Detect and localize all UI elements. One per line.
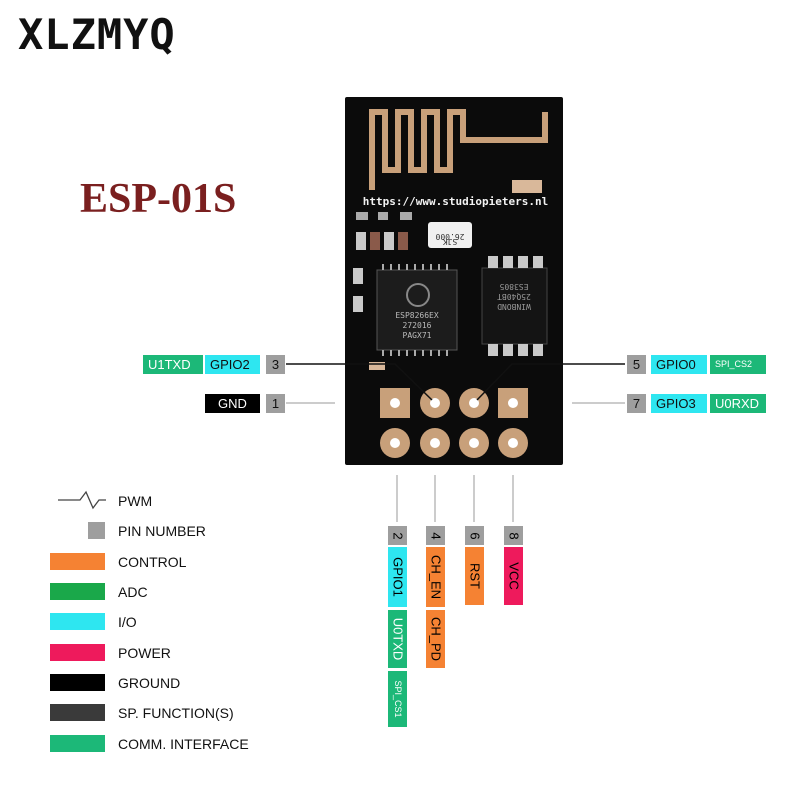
pcb-antenna bbox=[369, 109, 548, 190]
pin7-number: 7 bbox=[627, 394, 646, 413]
legend-swatch bbox=[50, 644, 105, 661]
pin8-label-vcc: VCC bbox=[504, 547, 523, 605]
smd-component bbox=[356, 212, 368, 220]
brand-logo-text: XLZMYQ bbox=[18, 10, 176, 59]
leader-pin3 bbox=[286, 363, 433, 401]
smd-component bbox=[384, 232, 394, 250]
pin2-label-u0txd: U0TXD bbox=[388, 610, 407, 668]
pin8-number: 8 bbox=[504, 526, 523, 545]
legend-swatch bbox=[50, 704, 105, 721]
chip-lot: PAGX71 bbox=[403, 331, 432, 340]
legend-label: SP. FUNCTION(S) bbox=[118, 705, 234, 721]
pin1-number: 1 bbox=[266, 394, 285, 413]
pin1-label-gnd: GND bbox=[205, 394, 260, 413]
pin4-label-ch-pd: CH_PD bbox=[426, 610, 445, 668]
led bbox=[369, 362, 385, 370]
legend-swatch bbox=[88, 522, 105, 539]
pin2-label-spi-cs1: SPI_CS1 bbox=[388, 671, 407, 727]
legend-label: COMM. INTERFACE bbox=[118, 736, 249, 752]
smd-component bbox=[356, 232, 366, 250]
legend-label: PIN NUMBER bbox=[118, 523, 206, 539]
smd-component bbox=[353, 296, 363, 312]
flash-lot: ES3805 bbox=[499, 282, 528, 291]
crystal bbox=[428, 222, 472, 248]
legend-swatch bbox=[50, 613, 105, 630]
leader-pin5 bbox=[476, 363, 625, 401]
pin7-label-u0rxd: U0RXD bbox=[710, 394, 766, 413]
smd-component bbox=[398, 232, 408, 250]
legend-label: ADC bbox=[118, 584, 148, 600]
flash-brand: WINBOND bbox=[497, 302, 531, 311]
module-title: ESP-01S bbox=[80, 176, 237, 222]
legend-label: GROUND bbox=[118, 675, 181, 691]
pin6-number: 6 bbox=[465, 526, 484, 545]
pin3-label-u1txd: U1TXD bbox=[143, 355, 203, 374]
legend-label: PWM bbox=[118, 493, 153, 509]
pin2-label-gpio1: GPIO1 bbox=[388, 547, 407, 607]
smd-component bbox=[400, 212, 412, 220]
espressif-logo bbox=[406, 283, 430, 307]
smd-component bbox=[370, 232, 380, 250]
legend-label: POWER bbox=[118, 645, 171, 661]
pin4-number: 4 bbox=[426, 526, 445, 545]
smd-component bbox=[353, 268, 363, 284]
pin3-label-gpio2: GPIO2 bbox=[205, 355, 260, 374]
smd-component bbox=[378, 212, 388, 220]
chip-label: ESP8266EX bbox=[395, 311, 439, 320]
crystal-label: SJK bbox=[443, 237, 458, 246]
pin7-label-gpio3: GPIO3 bbox=[651, 394, 707, 413]
legend-swatch bbox=[50, 583, 105, 600]
pwm-wave-icon bbox=[58, 490, 106, 510]
chip-date: 272016 bbox=[403, 321, 432, 330]
flash-chip bbox=[481, 267, 548, 345]
legend-label: I/O bbox=[118, 614, 137, 630]
pin4-label-ch-en: CH_EN bbox=[426, 547, 445, 607]
flash-model: 25Q40BT bbox=[497, 292, 531, 301]
legend-swatch bbox=[50, 553, 105, 570]
pin5-label-gpio0: GPIO0 bbox=[651, 355, 707, 374]
pin3-number: 3 bbox=[266, 355, 285, 374]
pin6-label-rst: RST bbox=[465, 547, 484, 605]
pin5-number: 5 bbox=[627, 355, 646, 374]
pin5-label-spi-cs2: SPI_CS2 bbox=[710, 355, 766, 374]
legend-label: CONTROL bbox=[118, 554, 187, 570]
pin2-number: 2 bbox=[388, 526, 407, 545]
board-url: https://www.studiopieters.nl bbox=[362, 195, 549, 208]
crystal-freq: 26.000 bbox=[435, 232, 464, 241]
antenna-component bbox=[512, 180, 542, 193]
legend-swatch bbox=[50, 674, 105, 691]
legend-swatch bbox=[50, 735, 105, 752]
